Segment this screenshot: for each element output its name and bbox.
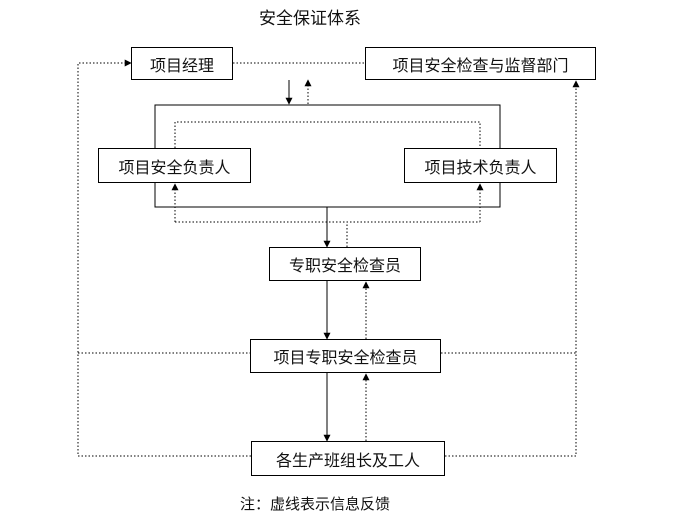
node-safety-lead: 项目安全负责人 [98,148,251,183]
node-project-manager: 项目经理 [131,47,233,80]
diagram-title: 安全保证体系 [259,9,361,29]
diagram-note: 注：虚线表示信息反馈 [239,495,390,513]
feedback-lines [77,59,580,457]
node-supervision-dept: 项目安全检查与监督部门 [365,47,596,80]
node-safety-inspector: 专职安全检查员 [269,247,421,281]
command-lines [285,80,331,442]
node-team-leaders-workers: 各生产班组长及工人 [251,441,445,476]
inner-feedback-loop [174,121,481,148]
node-project-safety-inspector: 项目专职安全检查员 [250,339,441,373]
node-tech-lead: 项目技术负责人 [404,148,557,183]
